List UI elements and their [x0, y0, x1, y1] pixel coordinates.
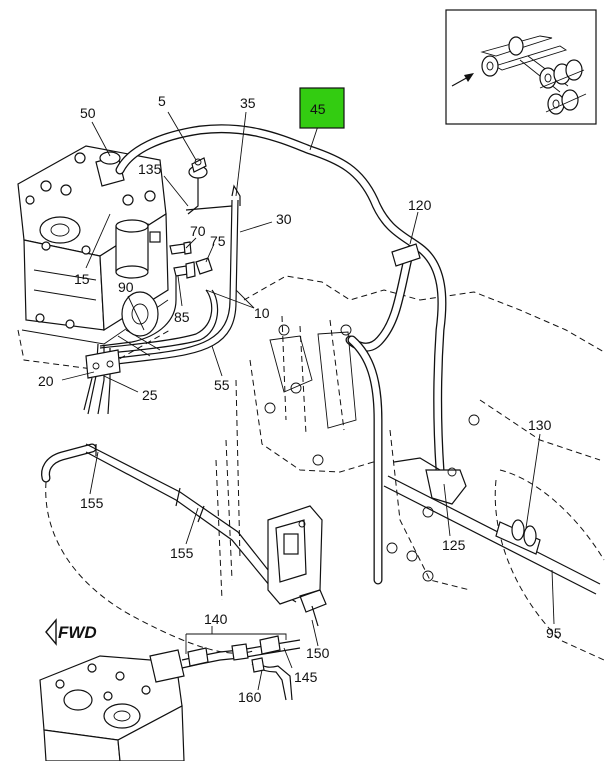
callout-5: 5 [158, 93, 166, 109]
callout-155-upper: 155 [80, 495, 104, 511]
location-arrow [451, 73, 474, 87]
fitting-5 [188, 157, 208, 179]
callout-125: 125 [442, 537, 466, 553]
callout-130: 130 [528, 417, 552, 433]
compressor-lower [39, 635, 301, 761]
hose-bundle-55 [83, 199, 239, 415]
callout-labels: 50 5 35 45 135 30 70 75 120 15 90 85 10 … [38, 93, 562, 705]
callout-10: 10 [254, 305, 270, 321]
fwd-arrow-icon [45, 618, 57, 646]
callout-150: 150 [306, 645, 330, 661]
callout-90: 90 [118, 279, 134, 295]
callout-155-lower: 155 [170, 545, 194, 561]
hose-95 [383, 457, 601, 595]
callout-15: 15 [74, 271, 90, 287]
callout-145: 145 [294, 669, 318, 685]
fwd-label: FWD [58, 623, 97, 642]
hose-120 [345, 243, 421, 585]
callout-135: 135 [138, 161, 162, 177]
callout-45: 45 [310, 101, 326, 117]
fwd-marker: FWD [45, 618, 97, 646]
callout-85: 85 [174, 309, 190, 325]
valve-150 [267, 505, 327, 627]
callout-30: 30 [276, 211, 292, 227]
callout-95: 95 [546, 625, 562, 641]
callout-50: 50 [80, 105, 96, 121]
chassis-thumbnail [480, 35, 587, 115]
highlight-box-45 [299, 87, 345, 129]
callout-25: 25 [142, 387, 158, 403]
callout-35: 35 [240, 95, 256, 111]
callout-20: 20 [38, 373, 54, 389]
callout-160: 160 [238, 689, 262, 705]
callout-70: 70 [190, 223, 206, 239]
air-compressor [17, 145, 171, 371]
engine-outline [215, 275, 605, 661]
callout-55: 55 [214, 377, 230, 393]
callout-140: 140 [204, 611, 228, 627]
leader-lines [61, 111, 555, 691]
callout-120: 120 [408, 197, 432, 213]
location-inset [445, 9, 597, 125]
fittings-70-75-85 [169, 241, 213, 279]
hose-45 [115, 124, 447, 475]
callout-75: 75 [210, 233, 226, 249]
